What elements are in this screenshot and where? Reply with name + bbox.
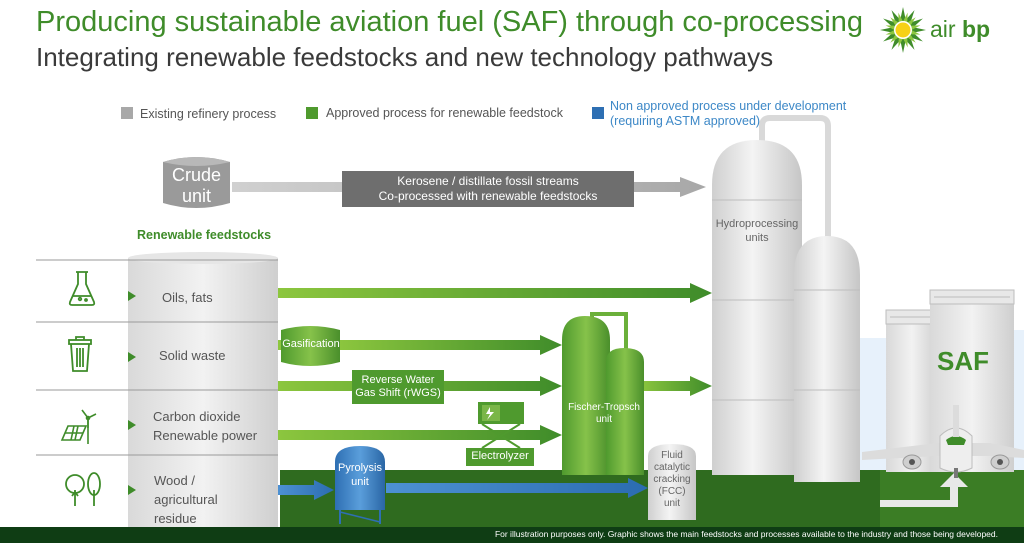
oils-marker xyxy=(128,291,136,301)
legend-non-approved-line1: Non approved process under development xyxy=(610,99,847,113)
fcc-label-line2: catalytic xyxy=(653,462,691,473)
feedstock-waste-label: Solid waste xyxy=(159,348,226,363)
rwgs-label-line2: Gas Shift (rWGS) xyxy=(355,387,441,399)
feedstock-column xyxy=(36,252,278,528)
kerosene-label: Kerosene / distillate fossil streams Co-… xyxy=(342,174,634,204)
fischer-to-hydro-arrow xyxy=(640,376,712,396)
co2-marker xyxy=(128,420,136,430)
rwgs-label-line1: Reverse Water xyxy=(361,374,435,386)
fcc-label-line5: unit xyxy=(663,498,681,509)
renewable-feedstocks-header: Renewable feedstocks xyxy=(137,228,272,242)
footer-disclaimer: For illustration purposes only. Graphic … xyxy=(494,529,998,539)
crude-label-line1: Crude xyxy=(171,165,222,185)
fcc-label: Fluid catalytic cracking (FCC) unit xyxy=(646,450,698,510)
waste-marker xyxy=(128,352,136,362)
legend-non-approved-line2: (requiring ASTM approved) xyxy=(610,114,761,128)
wood-marker xyxy=(128,485,136,495)
solar-wind-icon xyxy=(60,409,97,444)
crude-unit xyxy=(163,157,230,208)
hydroprocessing-tower-2 xyxy=(794,236,860,482)
crude-label-line2: unit xyxy=(181,186,212,206)
saf-label: SAF xyxy=(937,346,989,376)
hydroprocessing-label: Hydroprocessing units xyxy=(708,217,806,245)
kerosene-box xyxy=(342,171,634,207)
airplane-icon xyxy=(862,405,1024,478)
electrolyzer-unit xyxy=(466,402,534,466)
legend-non-approved: Non approved process under development (… xyxy=(610,99,846,129)
gasification-unit xyxy=(281,326,340,366)
hydro-label-line1: Hydroprocessing xyxy=(715,218,799,230)
feedstock-co2-line2: Renewable power xyxy=(153,428,258,443)
feedstock-wood-line2: agricultural xyxy=(154,492,218,507)
pyrolysis-to-fcc-arrow xyxy=(386,478,648,498)
pyrolysis-label-line2: unit xyxy=(351,476,369,488)
brand-bp: bp xyxy=(961,16,991,42)
legend-approved: Approved process for renewable feedstock xyxy=(326,106,563,120)
electrolyzer-label: Electrolyzer xyxy=(471,450,529,462)
feedstock-wood-label: Wood / agricultural residue xyxy=(154,471,218,528)
trees-icon xyxy=(65,472,101,506)
fcc-label-line3: cracking xyxy=(653,474,691,485)
co2-arrow xyxy=(278,425,562,445)
pyrolysis-label-line1: Pyrolysis xyxy=(337,462,382,474)
brand-wordmark: air bp xyxy=(930,16,990,43)
rwgs-box xyxy=(352,370,444,404)
fcc-label-line4: (FCC) xyxy=(658,486,686,497)
hydro-connecting-pipe xyxy=(759,115,831,240)
fcc-unit xyxy=(648,444,696,520)
oils-arrow xyxy=(278,283,712,303)
flask-icon xyxy=(68,271,96,306)
page-subtitle: Integrating renewable feedstocks and new… xyxy=(36,42,774,72)
fischer-tropsch-label: Fischer-Tropsch unit xyxy=(562,402,646,426)
feedstock-wood-line1: Wood / xyxy=(154,473,195,488)
fischer-label-line1: Fischer-Tropsch xyxy=(568,402,640,413)
bp-helios-logo-icon xyxy=(880,7,926,53)
rwgs-label: Reverse Water Gas Shift (rWGS) xyxy=(352,374,444,400)
fischer-label-line2: unit xyxy=(595,414,613,425)
footer-bar: For illustration purposes only. Graphic … xyxy=(0,527,1024,543)
legend-swatch-existing xyxy=(121,107,133,119)
feedstock-co2-label: Carbon dioxide Renewable power xyxy=(153,407,257,445)
page-title: Producing sustainable aviation fuel (SAF… xyxy=(36,6,863,38)
hydro-to-saf-arrow xyxy=(880,473,968,507)
kerosene-label-line1: Kerosene / distillate fossil streams xyxy=(397,174,579,188)
fcc-label-line1: Fluid xyxy=(661,450,683,461)
pyrolysis-unit xyxy=(335,446,385,524)
hydro-label-line2: units xyxy=(745,232,769,244)
legend-swatch-non-approved xyxy=(592,107,604,119)
pyrolysis-label: Pyrolysis unit xyxy=(333,461,387,489)
fischer-tropsch-unit xyxy=(562,312,644,475)
brand-air: air xyxy=(930,16,956,42)
feedstock-wood-line3: residue xyxy=(154,511,197,526)
legend-existing: Existing refinery process xyxy=(140,107,277,121)
legend-swatch-approved xyxy=(306,107,318,119)
wood-arrow xyxy=(278,480,334,500)
feedstock-oils-label: Oils, fats xyxy=(162,290,213,305)
feedstock-co2-line1: Carbon dioxide xyxy=(153,409,241,424)
kerosene-label-line2: Co-processed with renewable feedstocks xyxy=(378,189,598,203)
hydroprocessing-tower xyxy=(712,140,802,475)
gasification-arrow xyxy=(338,335,562,355)
crude-unit-label: Crude unit xyxy=(163,165,230,207)
trash-can-icon xyxy=(68,336,92,372)
gasification-label: Gasification xyxy=(282,338,340,350)
